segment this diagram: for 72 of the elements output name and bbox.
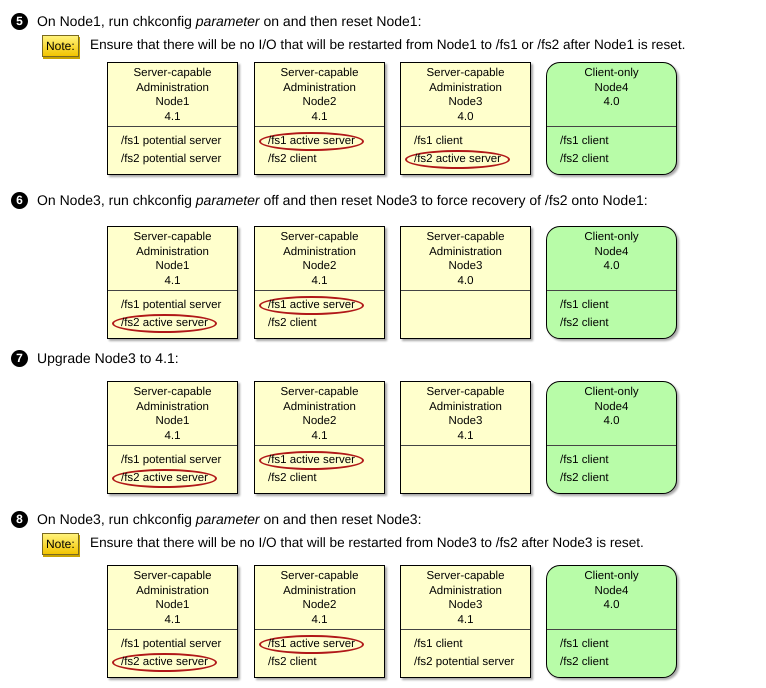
role-text: /fs1 client	[560, 298, 609, 313]
node-box	[107, 226, 238, 339]
role-text: /fs2 client	[268, 152, 317, 167]
role-text: /fs2 client	[560, 471, 609, 486]
circled-text: /fs2 active server	[112, 469, 217, 488]
node-heading: Server-capable Administration Node2 4.1	[280, 230, 360, 288]
role-text: /fs2 client	[268, 316, 317, 331]
note-badge: Note:	[42, 35, 79, 57]
step-instruction: Upgrade Node3 to 4.1:	[37, 349, 179, 367]
node-box	[254, 565, 385, 678]
node-heading: Client-only Node4 4.0	[583, 569, 640, 613]
circled-text: /fs1 active server	[259, 635, 364, 654]
node-heading: Client-only Node4 4.0	[583, 230, 640, 274]
role-text: /fs1 potential server	[121, 134, 222, 149]
node-box	[400, 62, 531, 175]
role-text: /fs2 potential server	[414, 655, 514, 670]
node-box	[546, 62, 677, 175]
node-heading: Server-capable Administration Node1 4.1	[132, 66, 212, 124]
role-text: /fs2 client	[268, 655, 317, 670]
node-heading: Server-capable Administration Node1 4.1	[132, 569, 212, 628]
node-heading: Client-only Node4 4.0	[583, 66, 640, 110]
circled-text: /fs2 active server	[405, 150, 510, 169]
node-heading: Server-capable Administration Node3 4.0	[426, 230, 506, 288]
node-heading: Server-capable Administration Node3 4.1	[426, 569, 506, 628]
node-box	[107, 565, 238, 678]
node-box	[107, 381, 238, 494]
circled-text: /fs1 active server	[259, 451, 364, 470]
role-text: /fs1 client	[414, 637, 463, 652]
node-box	[400, 226, 531, 339]
node-box	[546, 565, 677, 678]
node-heading: Server-capable Administration Node2 4.1	[280, 385, 360, 444]
node-heading: Server-capable Administration Node2 4.1	[280, 569, 360, 628]
circled-text: /fs2 active server	[112, 653, 217, 672]
role-text: /fs1 client	[414, 134, 463, 149]
role-text: /fs2 client	[560, 316, 609, 331]
role-text: /fs1 potential server	[121, 637, 222, 652]
node-heading: Client-only Node4 4.0	[583, 385, 640, 429]
role-text: /fs2 client	[560, 152, 609, 167]
role-text: /fs1 potential server	[121, 453, 222, 468]
step-instruction: On Node1, run chkconfig parameter on and then reset Node1:	[37, 12, 422, 30]
role-text: /fs2 client	[268, 471, 317, 486]
node-box	[546, 226, 677, 339]
note-badge: Note:	[42, 533, 79, 555]
step-number: 6	[11, 192, 28, 209]
role-text: /fs2 potential server	[121, 152, 222, 167]
node-heading: Server-capable Administration Node3 4.0	[426, 66, 506, 124]
role-text: /fs1 potential server	[121, 298, 222, 313]
node-box	[107, 62, 238, 175]
role-text: /fs1 client	[560, 134, 609, 149]
node-box	[400, 381, 531, 494]
circled-text: /fs2 active server	[112, 314, 217, 333]
circled-text: /fs1 active server	[259, 132, 364, 151]
step-instruction: On Node3, run chkconfig parameter on and then reset Node3:	[37, 510, 422, 528]
step-number: 7	[11, 350, 28, 367]
role-text: /fs1 client	[560, 453, 609, 468]
step-number: 8	[11, 511, 28, 528]
role-text: /fs2 client	[560, 655, 609, 670]
note-text: Ensure that there will be no I/O that will be restarted from Node3 to /fs2 after Node3 is reset.	[90, 534, 644, 552]
node-box	[400, 565, 531, 678]
node-box	[254, 62, 385, 175]
node-heading: Server-capable Administration Node3 4.1	[426, 385, 506, 444]
node-box	[546, 381, 677, 494]
step-instruction: On Node3, run chkconfig parameter off and then reset Node3 to force recovery of /fs2 onto Node1:	[37, 191, 648, 209]
node-box	[254, 381, 385, 494]
node-heading: Server-capable Administration Node1 4.1	[132, 230, 212, 288]
node-heading: Server-capable Administration Node1 4.1	[132, 385, 212, 444]
node-box	[254, 226, 385, 339]
circled-text: /fs1 active server	[259, 296, 364, 315]
step-number: 5	[11, 13, 28, 30]
node-heading: Server-capable Administration Node2 4.1	[280, 66, 360, 124]
role-text: /fs1 client	[560, 637, 609, 652]
note-text: Ensure that there will be no I/O that will be restarted from Node1 to /fs1 or /fs2 after Node1 is reset.	[90, 36, 686, 54]
